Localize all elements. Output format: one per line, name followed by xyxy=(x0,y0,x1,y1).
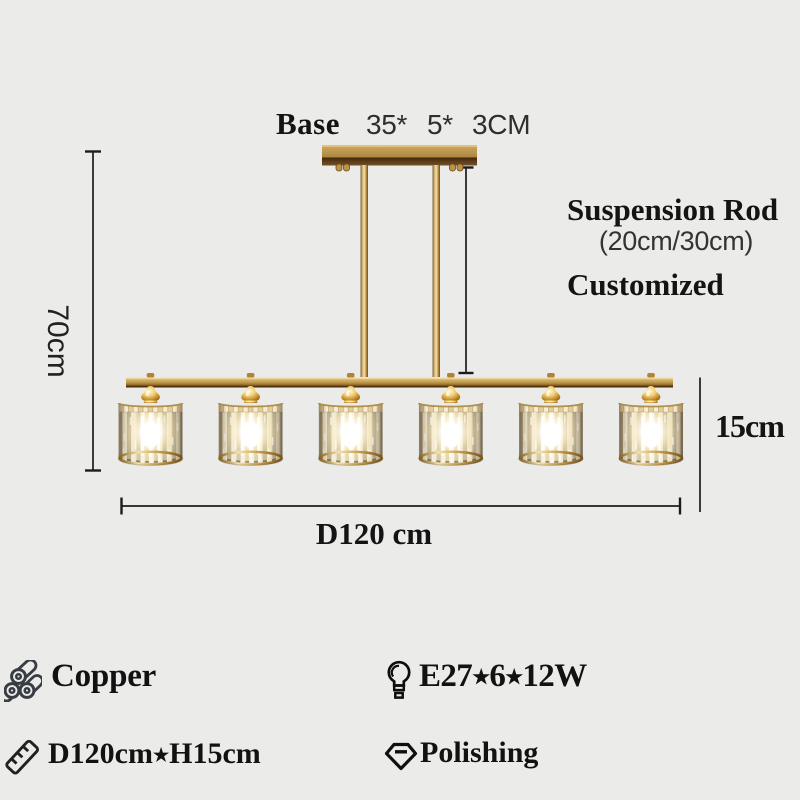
chandelier-diagram xyxy=(85,145,701,515)
spec-size: D120cm★H15cm xyxy=(3,738,261,776)
copper-pipes-icon xyxy=(4,660,42,702)
shade-height-label: 15cm xyxy=(715,408,785,444)
suspension-rod-title: Suspension Rod xyxy=(567,192,779,227)
suspension-customized-note: Customized xyxy=(567,267,724,302)
bar-cap xyxy=(146,373,155,378)
spec-bulb: E27★6★12W xyxy=(386,657,587,702)
lamp-unit xyxy=(117,373,184,466)
base-depth-value: 5* xyxy=(427,109,453,140)
suspension-dimension-line xyxy=(458,166,474,375)
lamp-holder xyxy=(541,386,561,403)
ceiling-base xyxy=(322,145,477,172)
crystal-shade xyxy=(618,402,684,466)
dimension-lines xyxy=(85,150,701,515)
bar-cap xyxy=(246,373,255,378)
spec-material: Copper xyxy=(4,657,157,702)
lamp-unit xyxy=(417,373,484,466)
lamp-holder xyxy=(241,386,260,403)
spec-finish: Polishing xyxy=(382,737,538,775)
lamp-unit xyxy=(518,373,584,466)
spec-size-label: D120cm★H15cm xyxy=(48,737,261,770)
base-width-value: 35* xyxy=(366,109,408,140)
width-dimension-line xyxy=(120,497,682,515)
height-dimension-line xyxy=(85,150,101,472)
base-height-value: 3CM xyxy=(472,109,531,140)
bulb-icon xyxy=(387,660,411,699)
drop-height-label: 70cm xyxy=(41,304,74,378)
lamp-holder xyxy=(341,386,361,403)
base-label: Base xyxy=(276,106,340,141)
suspension-rod-right xyxy=(432,165,440,378)
spec-material-label: Copper xyxy=(51,657,157,694)
width-label: D120 cm xyxy=(315,516,433,551)
lamp-holder xyxy=(141,386,160,403)
lamp-holder xyxy=(641,386,661,403)
diamond-icon xyxy=(384,742,418,771)
bar-cap xyxy=(447,373,455,378)
bar-cap xyxy=(547,373,555,378)
crystal-shade xyxy=(217,402,284,466)
suspension-rod-left xyxy=(360,165,368,378)
lamp-unit xyxy=(317,373,384,466)
spec-finish-label: Polishing xyxy=(420,736,539,769)
base-screws xyxy=(335,163,464,172)
lamp-unit xyxy=(217,373,284,466)
crystal-shade xyxy=(117,402,184,466)
lamp-unit xyxy=(618,373,684,466)
crystal-shade xyxy=(417,402,484,466)
lamp-holder xyxy=(441,386,461,403)
suspension-rod-range: (20cm/30cm) xyxy=(598,226,754,256)
main-bar xyxy=(126,377,673,388)
crystal-shade xyxy=(518,402,584,466)
spec-bulb-label: E27★6★12W xyxy=(419,657,587,694)
crystal-shade xyxy=(317,402,384,466)
bar-cap xyxy=(346,373,355,378)
bar-cap xyxy=(647,373,655,378)
ruler-icon xyxy=(5,739,40,775)
